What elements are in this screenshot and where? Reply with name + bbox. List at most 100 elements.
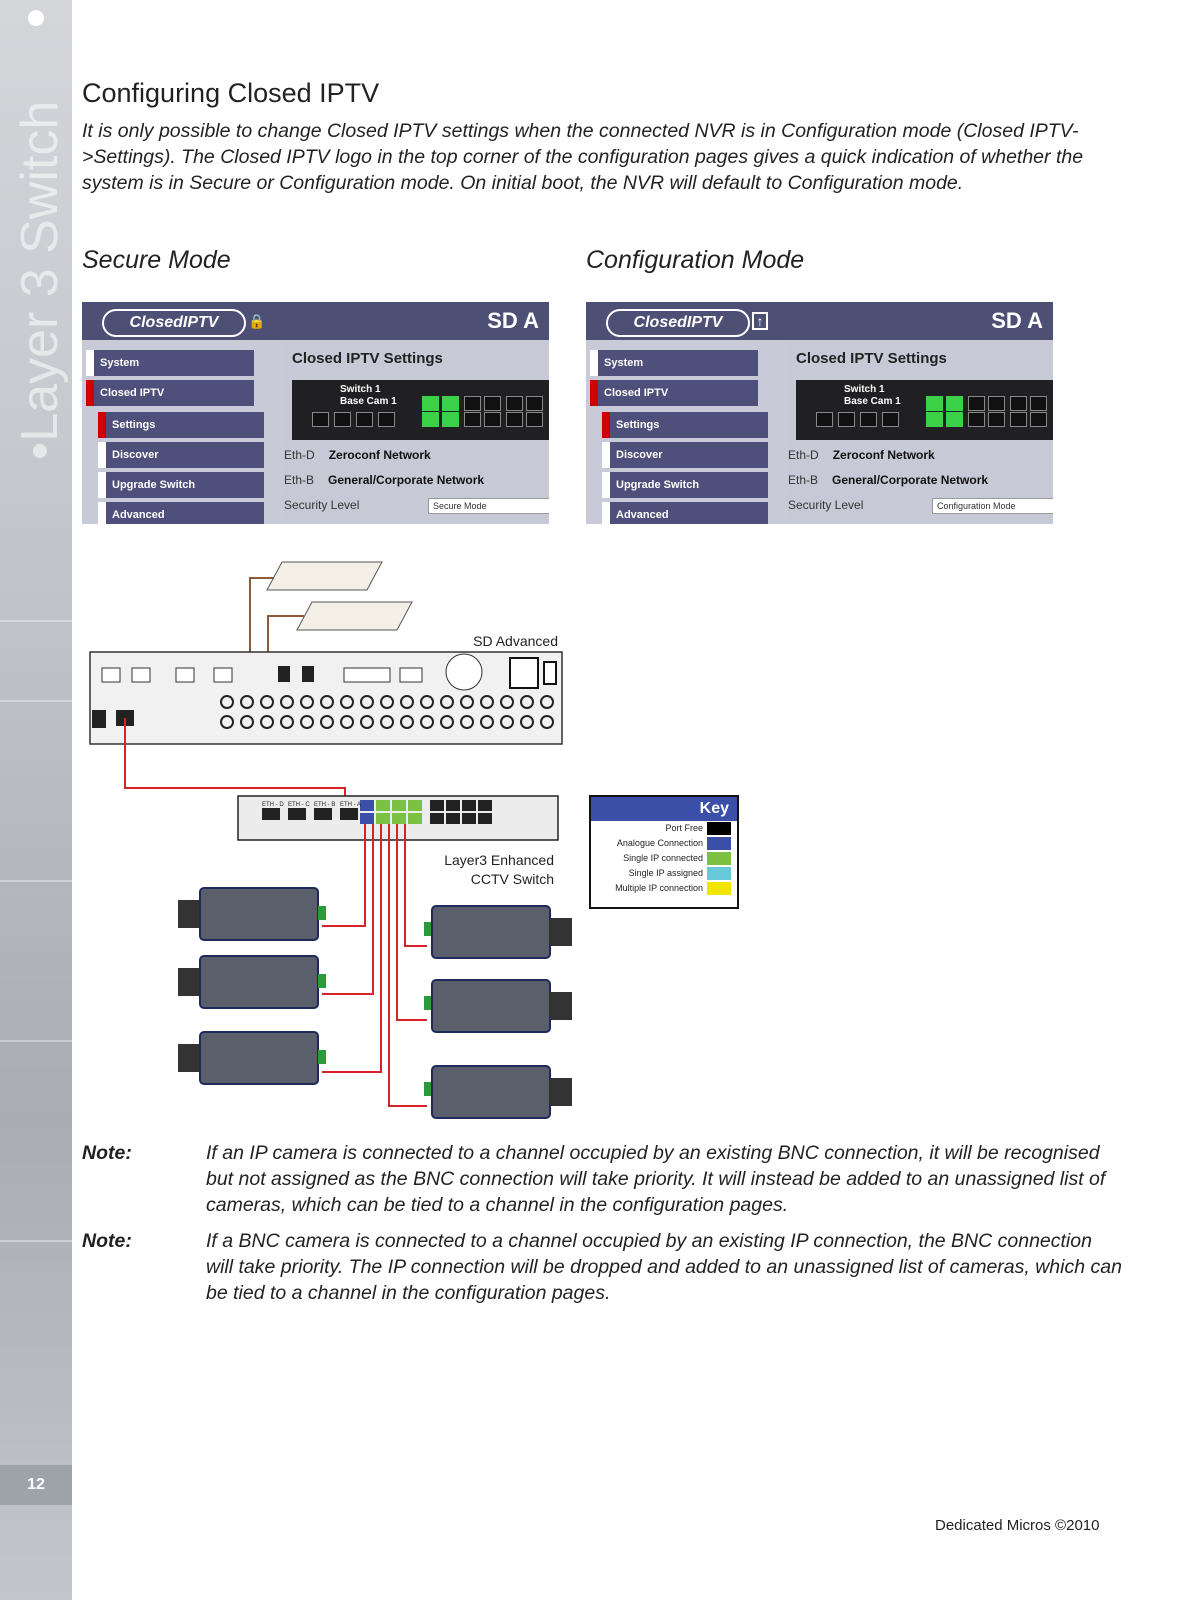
menu-item-upgrade-switch[interactable]: Upgrade Switch: [98, 472, 264, 498]
switch-port: [882, 412, 899, 427]
closed-iptv-logo: ClosedIPTV: [102, 309, 246, 337]
note-text: If a BNC camera is connected to a channe…: [206, 1230, 1122, 1304]
switch-port: [968, 396, 985, 411]
settings-menu: System Closed IPTV Settings Discover Upg…: [586, 340, 786, 524]
lock-icon: 🔒: [248, 313, 266, 329]
sidebar-band: •Layer 3 Switch 12: [0, 0, 72, 1600]
menu-item-closed-iptv[interactable]: Closed IPTV: [590, 380, 758, 406]
switch-port: [442, 412, 459, 427]
key-item-single-ip-connected: Single IP connected: [591, 851, 737, 866]
switch-port-label: ETH - B: [314, 802, 335, 808]
switch-port: [422, 412, 439, 427]
hard-drive: [266, 561, 383, 591]
screenshot-header: ClosedIPTV ↑ SD A: [586, 302, 1053, 340]
switch-port: [312, 412, 329, 427]
switch-name: Switch 1: [844, 384, 885, 395]
switch-port: [946, 412, 963, 427]
unlock-icon: ↑: [752, 312, 768, 330]
menu-item-discover[interactable]: Discover: [98, 442, 264, 468]
note-label: Note:: [82, 1142, 132, 1164]
key-item-port-free: Port Free: [591, 821, 737, 836]
ip-camera: [424, 979, 572, 1033]
brand-text: SD A: [487, 308, 539, 333]
security-level-label: Security Level: [284, 498, 360, 512]
ip-camera: [178, 955, 326, 1009]
brand-text: SD A: [991, 308, 1043, 333]
key-item-multiple-ip: Multiple IP connection: [591, 881, 737, 896]
note-text: If an IP camera is connected to a channe…: [206, 1142, 1106, 1216]
switch-port: [968, 412, 985, 427]
switch-base-cam: Base Cam 1: [844, 396, 901, 407]
switch-port: [860, 412, 877, 427]
footer-copyright: Dedicated Micros ©2010: [935, 1517, 1100, 1534]
camera-cables: [322, 824, 427, 1107]
switch-port: [378, 412, 395, 427]
network-diagram: SD Advanced ETH - D ETH - C ETH - B ETH …: [89, 561, 572, 1119]
hard-drive: [296, 601, 413, 631]
switch-port: [1010, 396, 1027, 411]
switch-port: [988, 412, 1005, 427]
screenshot-header: ClosedIPTV 🔒 SD A: [82, 302, 549, 340]
security-level-select[interactable]: Configuration Mode: [932, 498, 1053, 514]
diagram-key: Key Port Free Analogue Connection Single…: [589, 795, 739, 909]
menu-item-advanced[interactable]: Advanced: [98, 502, 264, 524]
nvr-connectors: [92, 653, 557, 728]
settings-heading: Closed IPTV Settings: [292, 350, 443, 367]
switch-port: [838, 412, 855, 427]
switch-port: [526, 412, 543, 427]
settings-heading: Closed IPTV Settings: [796, 350, 947, 367]
switch-port: [442, 396, 459, 411]
decor-streak: [0, 700, 72, 702]
menu-item-system[interactable]: System: [590, 350, 758, 376]
security-level-label: Security Level: [788, 498, 864, 512]
intro-paragraph: It is only possible to change Closed IPT…: [82, 120, 1084, 194]
key-item-single-ip-assigned: Single IP assigned: [591, 866, 737, 881]
switch-port-label: ETH - A: [340, 802, 361, 808]
menu-item-system[interactable]: System: [86, 350, 254, 376]
secure-mode-title: Secure Mode: [82, 246, 231, 274]
config-mode-title: Configuration Mode: [586, 246, 805, 274]
menu-item-upgrade-switch[interactable]: Upgrade Switch: [602, 472, 768, 498]
ip-camera: [424, 1065, 572, 1119]
ip-camera: [178, 1031, 326, 1085]
decor-streak: [0, 1040, 72, 1042]
secure-mode-screenshot: ClosedIPTV 🔒 SD A System Closed IPTV Set…: [82, 302, 549, 524]
switch-port: [816, 412, 833, 427]
decor-streak: [0, 620, 72, 622]
switch-label-line1: Layer3 Enhanced: [444, 852, 554, 868]
section-label: •Layer 3 Switch: [11, 100, 69, 460]
menu-item-settings[interactable]: Settings: [602, 412, 768, 438]
key-title: Key: [591, 797, 737, 821]
switch-port: [506, 396, 523, 411]
switch-port: [926, 412, 943, 427]
menu-item-settings[interactable]: Settings: [98, 412, 264, 438]
menu-item-closed-iptv[interactable]: Closed IPTV: [86, 380, 254, 406]
switch-port: [464, 412, 481, 427]
switch-ports: [262, 800, 492, 824]
menu-item-advanced[interactable]: Advanced: [602, 502, 768, 524]
switch-port: [484, 396, 501, 411]
switch-port-label: ETH - D: [262, 802, 284, 808]
switch-port: [464, 396, 481, 411]
switch-port: [1010, 412, 1027, 427]
switch-port: [988, 396, 1005, 411]
switch-port: [334, 412, 351, 427]
page-title: Configuring Closed IPTV: [82, 78, 380, 108]
ip-camera: [424, 905, 572, 959]
decor-streak: [0, 1240, 72, 1242]
switch-port: [484, 412, 501, 427]
decor-streak: [0, 880, 72, 882]
key-item-analogue: Analogue Connection: [591, 836, 737, 851]
config-mode-screenshot: ClosedIPTV ↑ SD A System Closed IPTV Set…: [586, 302, 1053, 524]
security-level-select[interactable]: Secure Mode: [428, 498, 549, 514]
note-block: Note: If an IP camera is connected to a …: [82, 1140, 1122, 1218]
closed-iptv-logo: ClosedIPTV: [606, 309, 750, 337]
note-block: Note: If a BNC camera is connected to a …: [82, 1228, 1122, 1306]
menu-item-discover[interactable]: Discover: [602, 442, 768, 468]
switch-port: [422, 396, 439, 411]
switch-port: [506, 412, 523, 427]
